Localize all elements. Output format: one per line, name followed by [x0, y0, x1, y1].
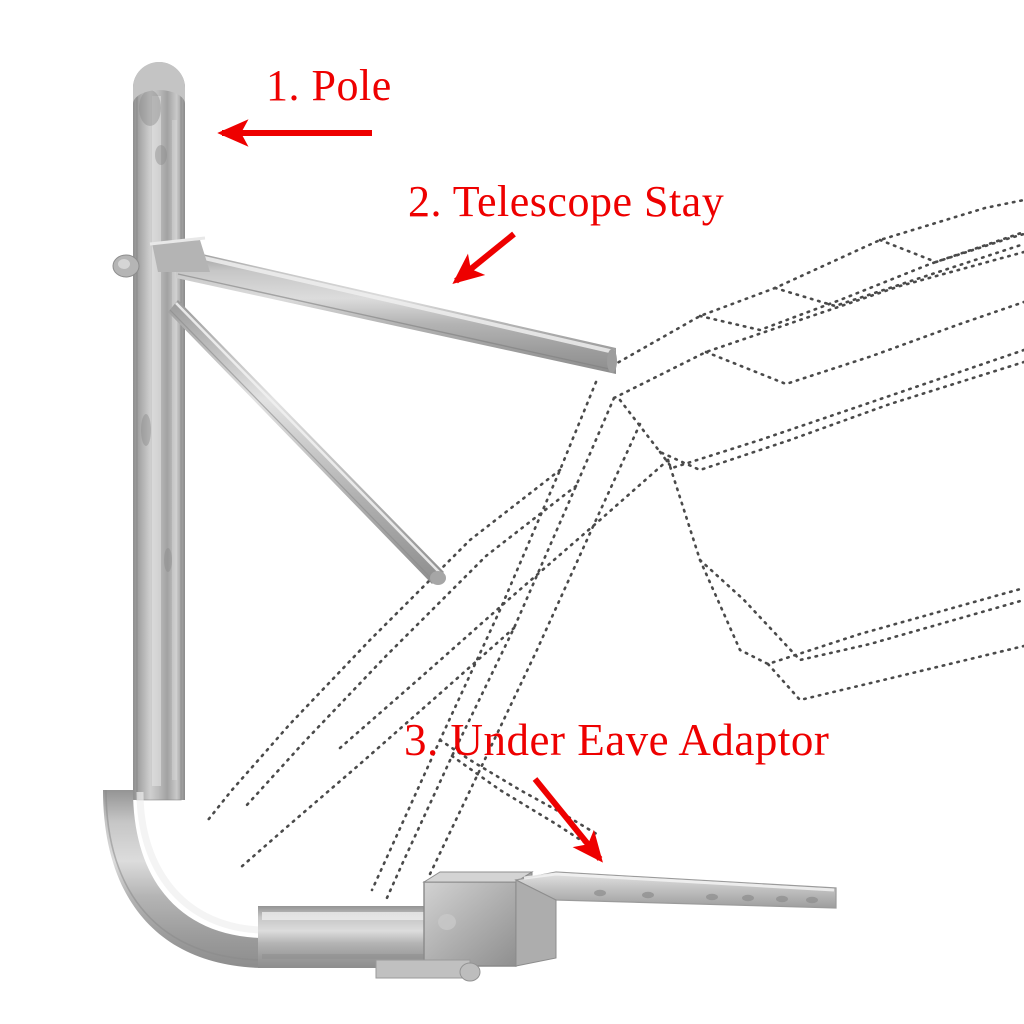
- pole-cap: [133, 62, 185, 104]
- arrow-under-eave-adaptor: [532, 777, 603, 863]
- label-pole: 1. Pole: [266, 61, 392, 110]
- pole-elbow: [103, 789, 263, 968]
- roof-eave-dotted-outline: [206, 198, 1024, 902]
- upper-telescope-stay: [149, 236, 617, 374]
- eave-adaptor-plate: [514, 871, 837, 967]
- pole-bolt-nub: [112, 254, 140, 278]
- horizontal-leg: [258, 906, 470, 968]
- vertical-pole: [133, 62, 185, 801]
- arrow-telescope-stay: [452, 231, 516, 284]
- lower-diagonal-stay: [168, 300, 446, 585]
- label-telescope-stay: 2. Telescope Stay: [408, 177, 725, 226]
- label-under-eave-adaptor: 3. Under Eave Adaptor: [404, 715, 830, 765]
